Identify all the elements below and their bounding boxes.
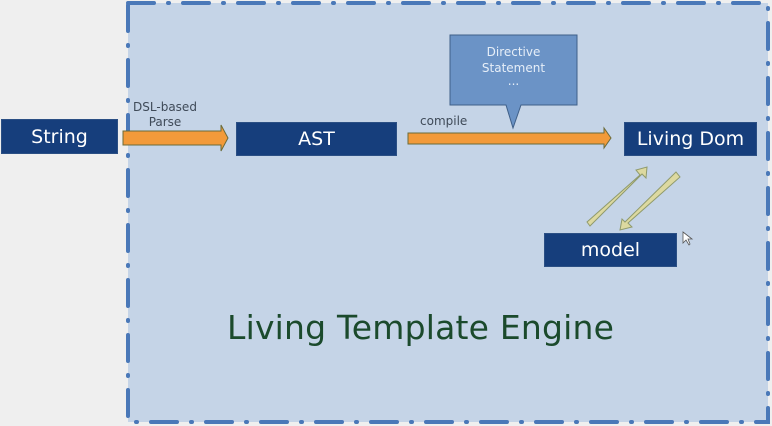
engine-boundary-border <box>126 1 770 424</box>
living-dom-node-label: Living Dom <box>636 128 745 150</box>
ast-node-label: AST <box>298 128 335 150</box>
parse-arrow <box>122 124 229 152</box>
callout-line3: ... <box>507 74 520 88</box>
compile-arrow <box>407 126 612 150</box>
model-node: model <box>544 233 677 267</box>
dom-to-model-arrow <box>619 171 681 231</box>
string-node-label: String <box>31 125 88 148</box>
model-to-dom-arrow <box>586 166 648 227</box>
diagram-title: Living Template Engine <box>227 308 615 347</box>
engine-boundary-fill <box>128 3 768 422</box>
parse-label-line1: DSL-based <box>133 100 197 114</box>
callout-line1: Directive <box>486 45 541 59</box>
compile-label: compile <box>420 114 468 128</box>
string-node: String <box>1 119 118 154</box>
directive-callout-shape <box>449 34 578 130</box>
model-node-label: model <box>580 239 641 261</box>
parse-label: DSL-based Parse <box>124 100 206 130</box>
callout-line2: Statement <box>481 61 546 75</box>
directive-callout: Directive Statement ... <box>450 44 577 88</box>
living-dom-node: Living Dom <box>624 122 757 156</box>
parse-label-line2: Parse <box>148 115 182 129</box>
ast-node: AST <box>236 122 397 156</box>
cursor-icon <box>682 231 694 246</box>
